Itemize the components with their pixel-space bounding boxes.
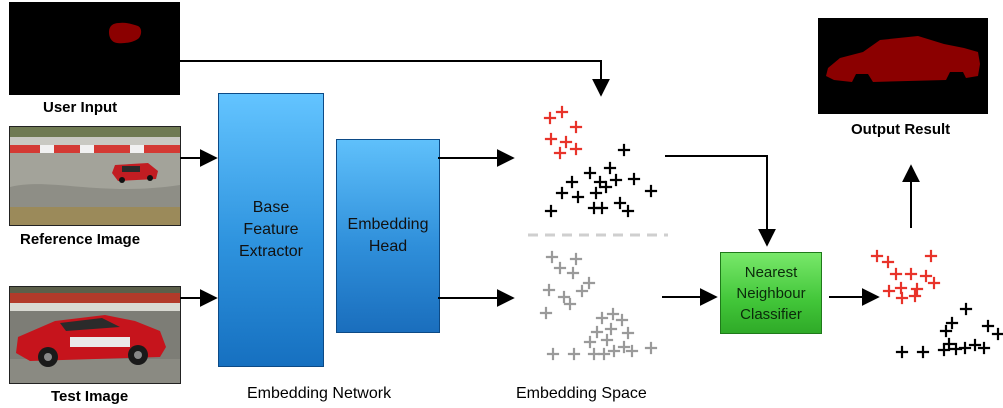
classified-background-marker	[981, 319, 995, 333]
embedding-network-caption: Embedding Network	[247, 385, 392, 402]
test-unlabeled-marker	[621, 326, 635, 340]
embedding-head-line-1: Embedding	[347, 216, 429, 233]
test-unlabeled-marker	[644, 341, 658, 355]
nearest-neighbour-classifier-box: Nearest Neighbour Classifier	[720, 252, 822, 334]
classified-background-marker	[945, 316, 959, 330]
classified-background-marker	[968, 338, 982, 352]
classified-background-marker	[916, 345, 930, 359]
classified-background-marker	[977, 341, 991, 355]
test-unlabeled-marker	[567, 347, 581, 361]
test-unlabeled-marker	[582, 276, 596, 290]
test-unlabeled-marker	[539, 306, 553, 320]
arrow-reference-embeddings-to-classifier	[665, 155, 776, 247]
reference-background-marker	[613, 196, 627, 210]
reference-background-marker	[621, 204, 635, 218]
classified-background-marker	[991, 327, 1003, 341]
classified-foreground-marker	[927, 276, 941, 290]
arrow-user-input-to-embedding-space	[180, 60, 610, 97]
test-image-label: Test Image	[51, 388, 129, 405]
test-unlabeled-marker	[595, 311, 609, 325]
classified-foreground-marker	[910, 282, 924, 296]
test-unlabeled-marker	[575, 284, 589, 298]
reference-foreground-marker	[569, 142, 583, 156]
reference-foreground-marker	[543, 111, 557, 125]
base-feature-extractor-line-3: Extractor	[238, 243, 303, 260]
reference-background-marker	[555, 186, 569, 200]
reference-background-marker	[603, 161, 617, 175]
output-result-label: Output Result	[851, 121, 951, 138]
reference-foreground-marker	[555, 105, 569, 119]
base-feature-extractor-line-1: Base	[252, 199, 290, 216]
reference-background-marker	[589, 186, 603, 200]
reference-background-marker	[609, 173, 623, 187]
embedding-space-caption: Embedding Space	[516, 385, 647, 402]
reference-background-marker	[565, 175, 579, 189]
reference-foreground-marker	[569, 120, 583, 134]
classifier-line-1: Nearest	[744, 263, 798, 281]
reference-foreground-marker	[553, 146, 567, 160]
embedding-head-box: Embedding Head	[336, 139, 440, 333]
classified-foreground-marker	[889, 267, 903, 281]
test-unlabeled-marker	[569, 252, 583, 266]
embedding-head-line-2: Head	[368, 238, 408, 255]
user-input-mask-image	[9, 2, 180, 95]
base-feature-extractor-box: Base Feature Extractor	[218, 93, 324, 367]
classified-foreground-marker	[882, 284, 896, 298]
test-unlabeled-marker	[600, 333, 614, 347]
classified-background-marker	[937, 343, 951, 357]
classifier-line-2: Neighbour	[736, 284, 806, 302]
output-result-mask-image	[818, 18, 988, 114]
classified-background-marker	[959, 302, 973, 316]
reference-foreground-marker	[544, 132, 558, 146]
test-image	[9, 286, 181, 384]
classified-foreground-marker	[895, 291, 909, 305]
classified-foreground-marker	[904, 267, 918, 281]
user-input-label: User Input	[43, 99, 118, 116]
reference-background-marker	[544, 204, 558, 218]
reference-background-marker	[617, 143, 631, 157]
reference-background-marker	[644, 184, 658, 198]
classified-foreground-marker	[894, 281, 908, 295]
classified-background-marker	[939, 324, 953, 338]
reference-image	[9, 126, 181, 226]
test-unlabeled-marker	[545, 250, 559, 264]
classified-background-marker	[949, 342, 963, 356]
test-unlabeled-marker	[546, 347, 560, 361]
classified-background-marker	[895, 345, 909, 359]
test-unlabeled-marker	[604, 322, 618, 336]
test-unlabeled-marker	[625, 344, 639, 358]
classified-background-marker	[942, 337, 956, 351]
classified-foreground-marker	[924, 249, 938, 263]
test-unlabeled-marker	[583, 335, 597, 349]
test-unlabeled-marker	[553, 261, 567, 275]
test-unlabeled-marker	[615, 313, 629, 327]
reference-background-marker	[593, 175, 607, 189]
user-scribble-mask	[109, 22, 142, 44]
test-unlabeled-marker	[606, 307, 620, 321]
reference-foreground-marker	[559, 135, 573, 149]
classified-foreground-marker	[919, 269, 933, 283]
test-unlabeled-marker	[557, 290, 571, 304]
reference-background-marker	[583, 166, 597, 180]
classified-foreground-marker	[908, 289, 922, 303]
test-unlabeled-marker	[587, 347, 601, 361]
base-feature-extractor-line-2: Feature	[243, 221, 299, 238]
test-unlabeled-marker	[617, 340, 631, 354]
output-car-mask	[826, 36, 980, 82]
reference-background-marker	[627, 172, 641, 186]
test-unlabeled-marker	[542, 283, 556, 297]
reference-background-marker	[595, 201, 609, 215]
classified-foreground-marker	[881, 255, 895, 269]
test-unlabeled-marker	[566, 266, 580, 280]
reference-image-label: Reference Image	[20, 231, 141, 248]
classified-foreground-marker	[870, 249, 884, 263]
test-unlabeled-marker	[563, 297, 577, 311]
reference-background-marker	[571, 190, 585, 204]
test-unlabeled-marker	[607, 344, 621, 358]
reference-background-marker	[599, 180, 613, 194]
classifier-line-3: Classifier	[740, 305, 802, 323]
test-unlabeled-marker	[590, 325, 604, 339]
test-unlabeled-marker	[597, 347, 611, 361]
